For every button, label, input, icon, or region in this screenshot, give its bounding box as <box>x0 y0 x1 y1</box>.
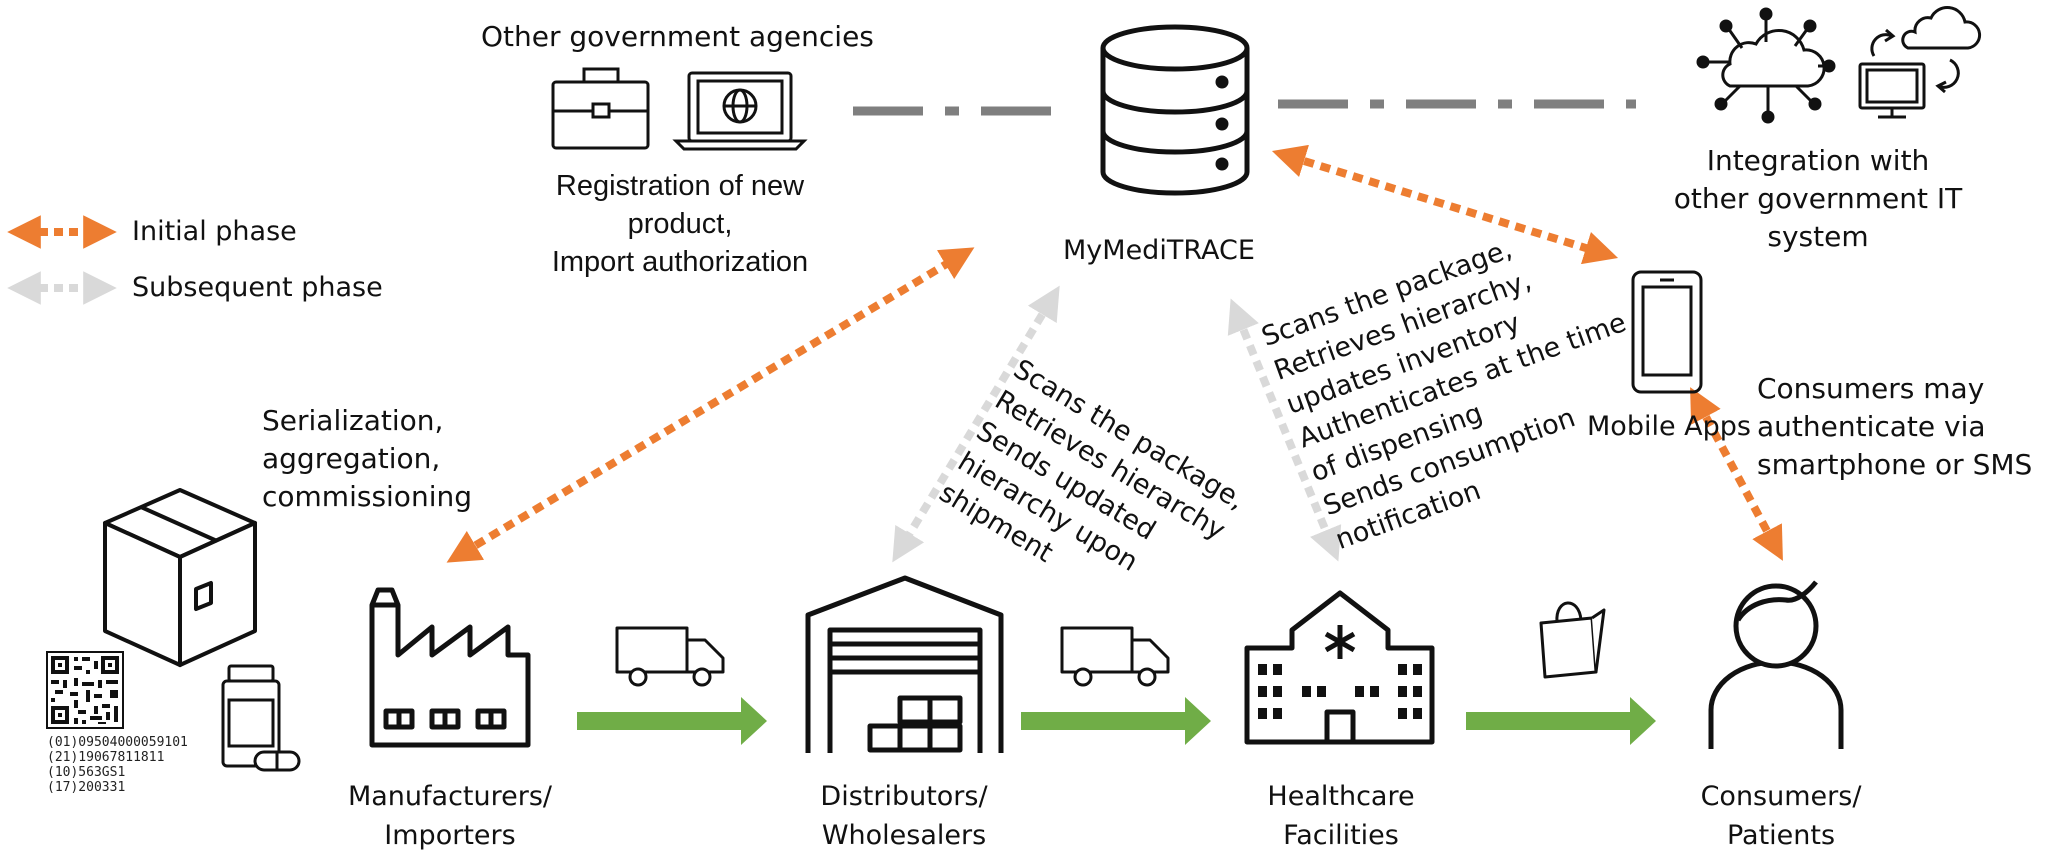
mobile-phone-icon <box>1631 270 1703 394</box>
agencies-caption-line: Registration of new <box>555 170 805 202</box>
arrow-mobile-consumers <box>1690 387 1783 561</box>
healthcare-label-line: Healthcare <box>1267 781 1415 812</box>
arrow-hub-distributors <box>892 285 1060 563</box>
agencies-caption-line: Import authorization <box>551 246 809 278</box>
factory-icon <box>369 587 531 748</box>
manufacturers-label-line: Manufacturers/ <box>347 781 553 812</box>
serialization-label-line: aggregation, <box>262 442 441 475</box>
serialization-label-line: commissioning <box>262 480 472 513</box>
arrow-manufacturers-hub <box>446 247 975 563</box>
cloud-network-icon <box>1696 7 1836 124</box>
mobile-apps-label: Mobile Apps <box>1587 411 1751 442</box>
legend-subsequent-label: Subsequent phase <box>132 272 383 303</box>
barcode-line: (17)200331 <box>47 780 126 795</box>
distributors-label-line: Distributors/ <box>820 781 988 812</box>
truck-icon <box>615 626 725 687</box>
qr-code-icon <box>46 651 124 729</box>
manufacturers-label-line: Importers <box>384 820 516 851</box>
agencies-title: Other government agencies <box>481 20 874 53</box>
database-icon <box>1100 24 1250 196</box>
serialization-label: Serialization, aggregation, commissionin… <box>262 402 472 516</box>
consumers-label-line: Consumers/ <box>1700 781 1862 812</box>
consumers-note: Consumers may authenticate via smartphon… <box>1757 370 2032 484</box>
pill-icon <box>253 750 301 772</box>
shopping-bag-icon <box>1539 601 1606 679</box>
briefcase-icon <box>551 67 650 150</box>
healthcare-label-line: Facilities <box>1283 820 1399 851</box>
integration-label-line: Integration with <box>1706 144 1930 177</box>
integration-label: Integration with other government IT sys… <box>1668 142 1968 256</box>
arrow-hub-mobile <box>1271 144 1619 265</box>
truck-icon <box>1060 626 1170 687</box>
hospital-icon <box>1244 590 1435 745</box>
laptop-globe-icon <box>672 71 808 151</box>
consumers-label-line: Patients <box>1726 820 1836 851</box>
flow-arrow-healthcare-consumers <box>1466 697 1656 745</box>
consumers-note-line: authenticate via <box>1757 410 1986 443</box>
legend-initial-label: Initial phase <box>132 216 297 247</box>
barcode-line: (21)19067811811 <box>47 750 165 765</box>
consumers-label: Consumers/ Patients <box>1661 777 1901 855</box>
warehouse-icon <box>805 575 1004 753</box>
agencies-caption-line: product, <box>627 208 733 240</box>
barcode-line: (10)563GS1 <box>47 765 126 780</box>
barcode-data: (01)09504000059101 (21)19067811811 (10)5… <box>47 735 188 795</box>
hub-label: MyMediTRACE <box>1063 235 1255 266</box>
person-icon <box>1708 580 1844 749</box>
medicine-bottle-icon <box>221 664 281 768</box>
integration-label-line: other government IT <box>1673 182 1963 215</box>
barcode-line: (01)09504000059101 <box>47 735 188 750</box>
flow-arrow-manufacturers-distributors <box>577 697 767 745</box>
serialization-label-line: Serialization, <box>262 404 444 437</box>
manufacturers-label: Manufacturers/ Importers <box>330 777 570 855</box>
agencies-caption: Registration of new product, Import auth… <box>500 167 860 281</box>
package-box-icon <box>103 488 257 667</box>
monitor-cloud-sync-icon <box>1858 6 1982 119</box>
consumers-note-line: smartphone or SMS <box>1757 448 2033 481</box>
healthcare-label: Healthcare Facilities <box>1221 777 1461 855</box>
distributors-label: Distributors/ Wholesalers <box>784 777 1024 855</box>
arrow-hub-healthcare <box>1227 298 1342 562</box>
flow-arrow-distributors-healthcare <box>1021 697 1211 745</box>
consumers-note-line: Consumers may <box>1757 372 1985 405</box>
integration-label-line: system <box>1767 220 1869 253</box>
distributors-label-line: Wholesalers <box>821 820 987 851</box>
